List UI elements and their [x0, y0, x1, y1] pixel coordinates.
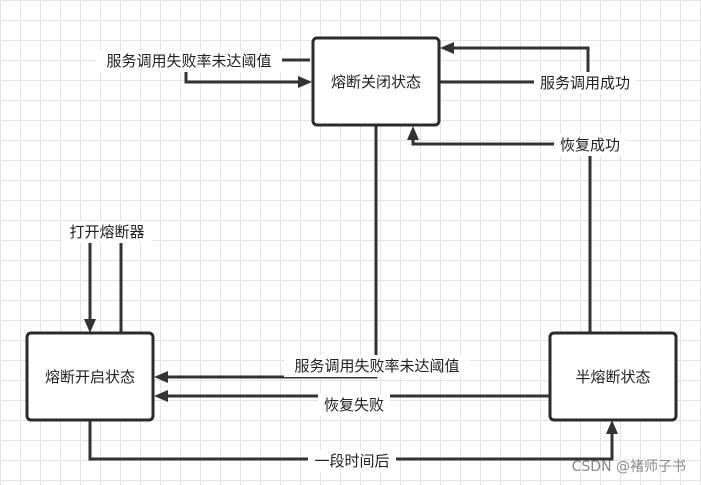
label-to-open-threshold: 服务调用失败率未达阈值 — [294, 357, 459, 375]
label-after-period: 一段时间后 — [314, 452, 389, 470]
label-open-breaker: 打开熔断器 — [69, 223, 144, 241]
edge-recover-success — [411, 138, 592, 333]
arrowhead — [154, 390, 168, 402]
arrowhead — [298, 76, 312, 88]
arrowhead — [440, 42, 454, 54]
watermark-text: CSDN @褚师子书 — [572, 459, 686, 475]
state-open-box — [25, 331, 155, 422]
edge-closed-to-open — [166, 126, 378, 379]
edge-closed-success — [440, 46, 590, 84]
label-closed-incoming: 服务调用失败率未达阈值 — [106, 52, 271, 70]
arrowhead — [154, 371, 168, 383]
state-half-open-label: 半熔断状态 — [575, 368, 650, 386]
label-closed-success: 服务调用成功 — [540, 74, 630, 92]
arrowhead — [84, 319, 96, 333]
state-open-label: 熔断开启状态 — [45, 368, 135, 386]
arrowhead — [606, 420, 618, 434]
state-half-open-box — [548, 331, 678, 422]
label-recover-failed: 恢复失败 — [324, 396, 384, 414]
state-closed-label: 熔断关闭状态 — [331, 73, 421, 91]
label-recover-success: 恢复成功 — [560, 136, 620, 154]
arrowhead — [407, 126, 419, 140]
state-closed-box — [311, 36, 441, 127]
